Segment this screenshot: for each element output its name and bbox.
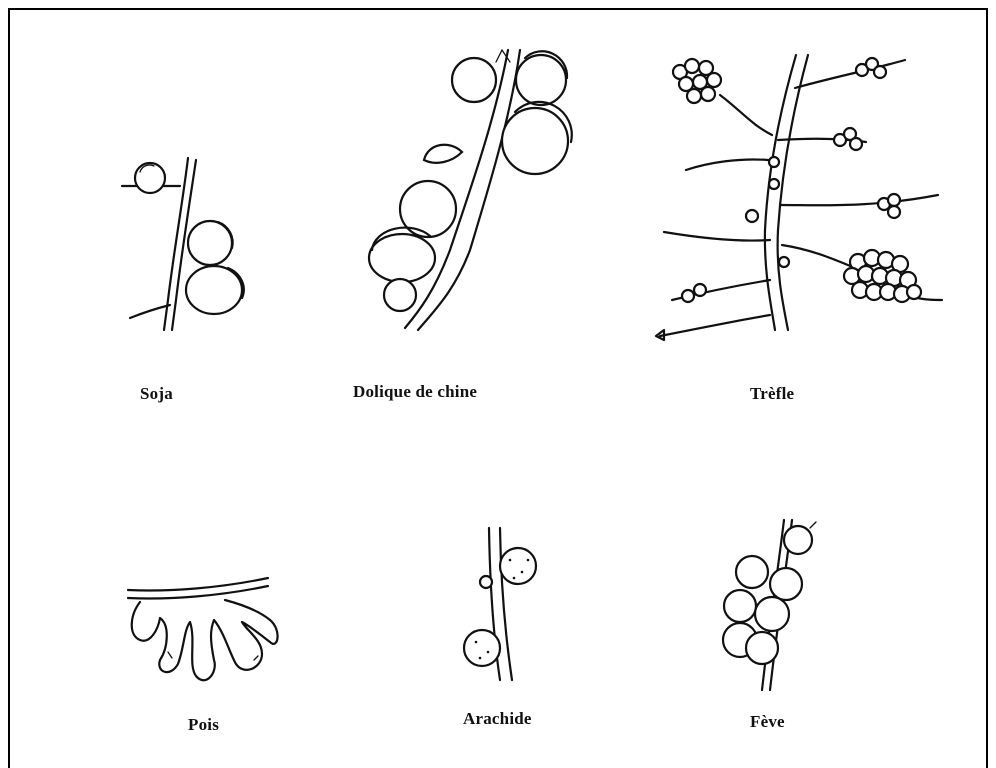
drawing-trefle	[656, 55, 942, 340]
label-arachide: Arachide	[463, 709, 532, 729]
label-soja: Soja	[140, 384, 173, 404]
label-feve: Fève	[750, 712, 785, 732]
drawing-dolique	[369, 50, 572, 330]
label-dolique-de-chine: Dolique de chine	[353, 382, 477, 402]
drawing-feve	[723, 520, 816, 690]
drawing-arachide	[464, 528, 536, 680]
drawing-soja	[122, 158, 244, 330]
drawing-pois	[128, 578, 278, 680]
label-pois: Pois	[188, 715, 219, 735]
label-trefle: Trèfle	[750, 384, 794, 404]
